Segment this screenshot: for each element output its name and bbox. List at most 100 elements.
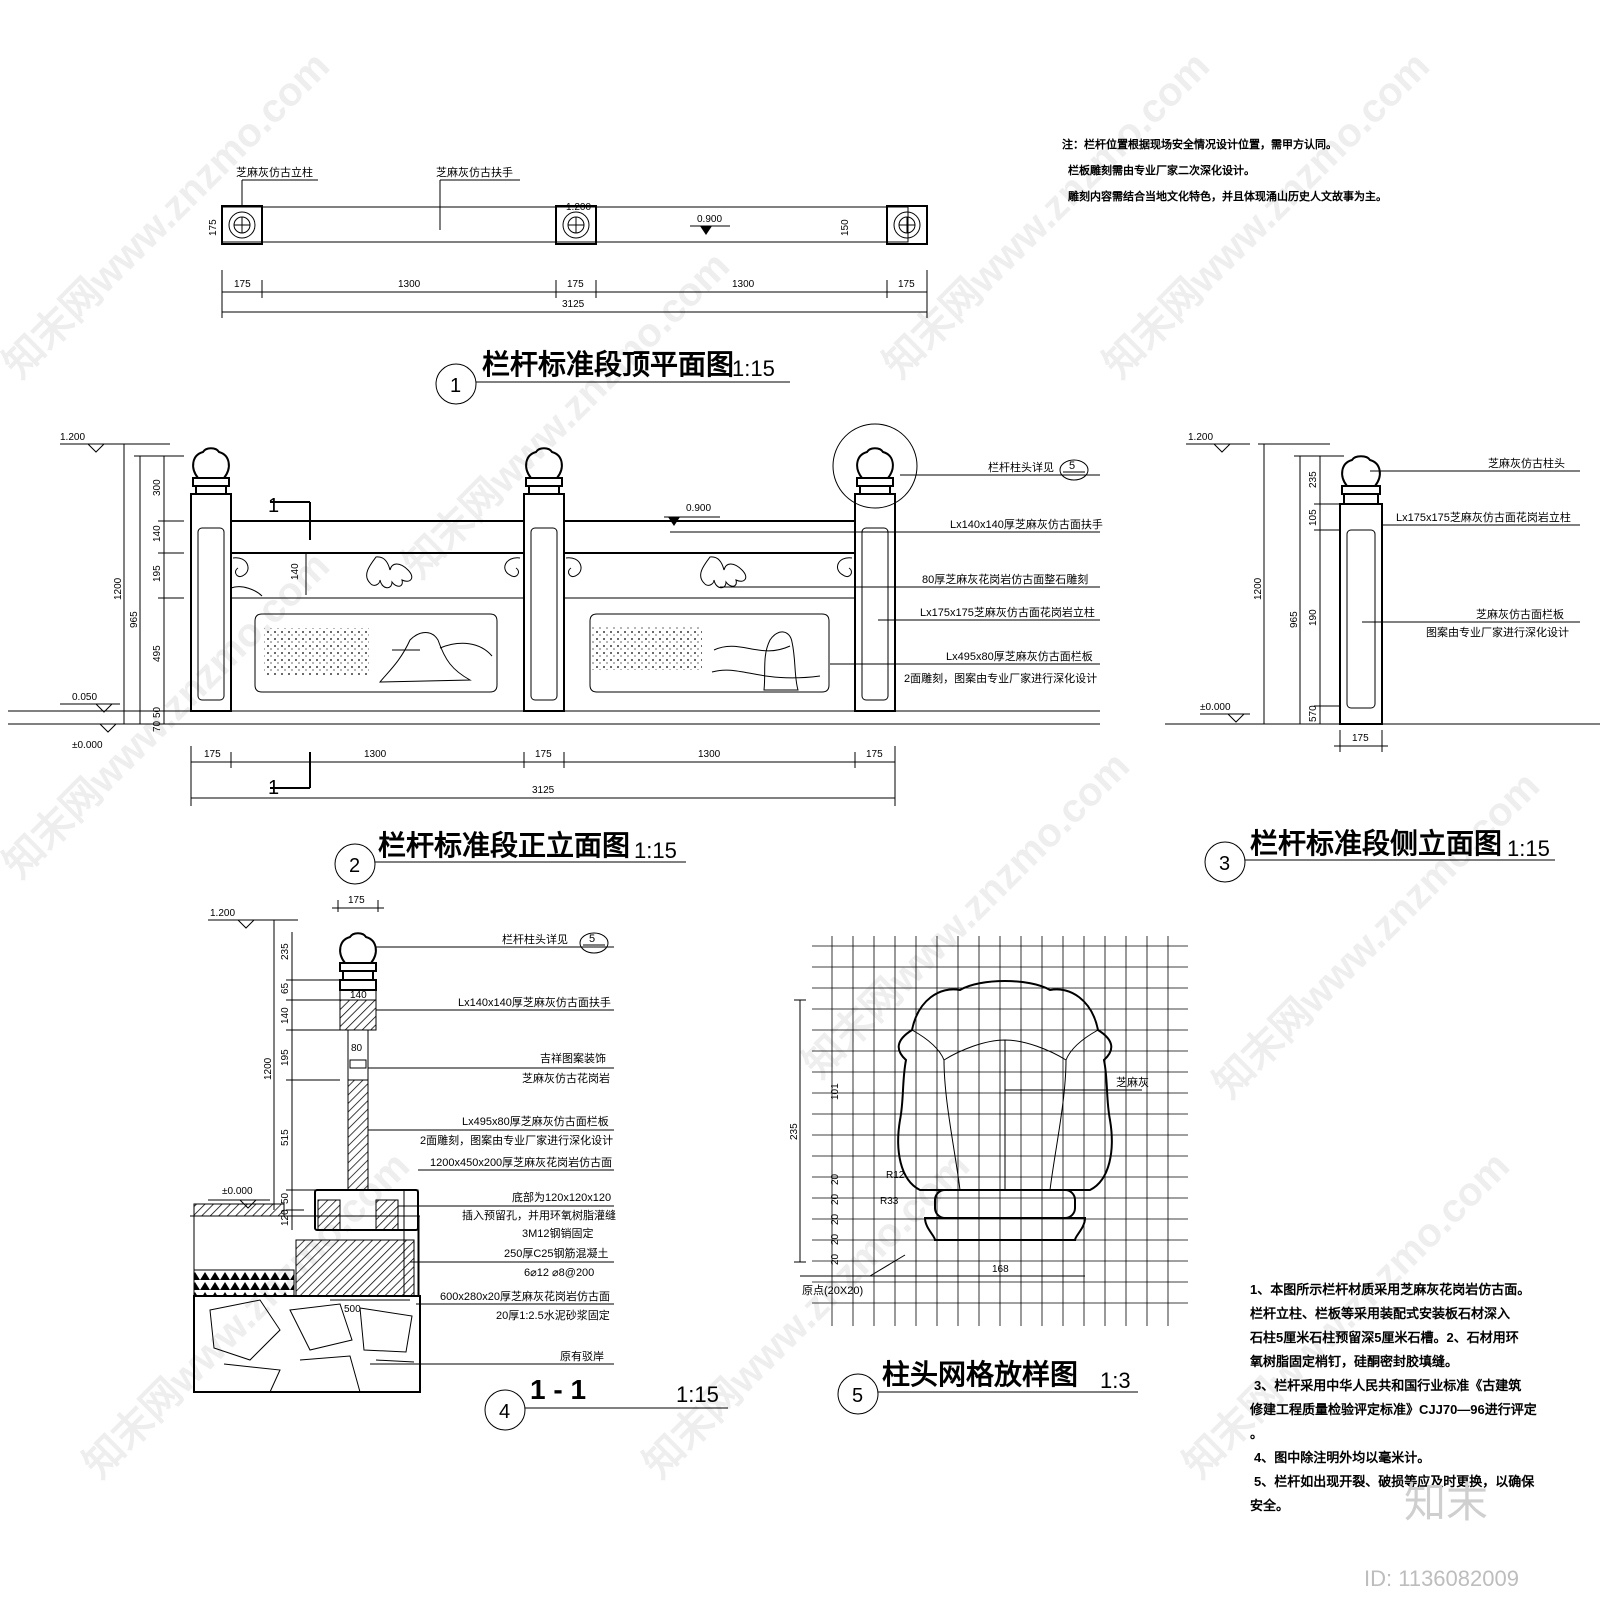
view-title: 栏杆标准段侧立面图	[1250, 827, 1502, 859]
view-number-circle	[334, 843, 376, 885]
level-label: ±0.000	[1200, 702, 1231, 713]
dim-text: 1300	[364, 749, 387, 760]
panel-section	[347, 1079, 369, 1191]
vdim-text: 101	[830, 1083, 841, 1100]
vdim-text: 300	[152, 479, 163, 496]
dim-text: 175	[208, 219, 219, 236]
figure-carving	[711, 631, 821, 691]
vdim-text: 50	[280, 1192, 291, 1204]
callout-text: Lx495x80厚芝麻灰仿古面栏板	[462, 1114, 609, 1128]
vdim-text: 190	[1308, 609, 1319, 626]
view-number-circle	[1204, 841, 1246, 883]
note-line: 氧树脂固定梢钉，硅酮密封胶填缝。	[1249, 1354, 1458, 1369]
note-line: 1、本图所示栏杆材质采用芝麻灰花岗岩仿古面。	[1250, 1282, 1530, 1297]
callout-text: 2面雕刻，图案由专业厂家进行深化设计	[420, 1133, 613, 1147]
vdim-text: 140	[280, 1007, 291, 1024]
callout-text: 芝麻灰仿古花岗岩	[522, 1071, 610, 1085]
callout-text: 芝麻灰仿古面栏板	[1476, 607, 1564, 621]
watermark-text: 知末网www.znzmo.com	[1205, 764, 1548, 1107]
figure-carving	[378, 632, 493, 683]
dim-text: 175	[234, 279, 251, 290]
note-line: 3、栏杆采用中华人民共和国行业标准《古建筑	[1254, 1378, 1521, 1393]
note-line: 5、栏杆如出现开裂、破损等应及时更换，以确保	[1254, 1474, 1535, 1489]
note-line: 石柱5厘米石柱预留深5厘米石槽。2、石材用环	[1249, 1330, 1519, 1345]
vdim-text: 70	[152, 720, 163, 732]
vdim-ticks	[268, 919, 340, 1211]
post-plan	[555, 205, 597, 245]
vdim-text: 570	[1308, 705, 1319, 722]
level-label: 0.900	[697, 214, 722, 225]
vdim-text: 1200	[113, 577, 124, 600]
dim-ticks	[221, 270, 928, 318]
view-2-front-elevation: 1 1 140 1.200 0.050 ±0.000 0.900 1200 96…	[8, 423, 1103, 885]
callout-text: Lx175x175芝麻灰仿古面花岗岩立柱	[920, 605, 1095, 619]
vdim-text: 140	[152, 525, 163, 542]
vdim-ticks	[118, 443, 184, 725]
callout-text: 80厚芝麻灰花岗岩仿古面整石雕刻	[922, 572, 1088, 586]
notes-bottom: 1、本图所示栏杆材质采用芝麻灰花岗岩仿古面。 栏杆立柱、栏板等采用装配式安装板石…	[1249, 1282, 1537, 1513]
dim-total: 3125	[532, 785, 555, 796]
dim-text: 175	[348, 895, 365, 906]
note-line: 栏板雕刻需由专业厂家二次深化设计。	[1068, 163, 1255, 177]
post-elevation	[523, 447, 565, 712]
view-4-section: 1.200 175 140 80 500 ±0.000	[190, 895, 728, 1431]
section-mark: 1	[268, 495, 279, 517]
vdim-text: 235	[280, 943, 291, 960]
carved-panel	[254, 613, 498, 693]
vdim-text: 235	[789, 1123, 800, 1140]
dim-text: 1300	[732, 279, 755, 290]
origin-label: 原点(20X20)	[802, 1284, 863, 1297]
vdim-text: 105	[1308, 509, 1319, 526]
level-label: ±0.000	[72, 740, 103, 751]
callout-text: 3M12钢销固定	[522, 1226, 594, 1240]
dim-text: 175	[1352, 733, 1369, 744]
view-3-side-elevation: 1.200 ±0.000 1200 965 235 105 190 570 17…	[1165, 432, 1600, 883]
vdim-text: 495	[152, 645, 163, 662]
vdim-text: 20	[830, 1233, 841, 1245]
callout-text: Lx140x140厚芝麻灰仿古面扶手	[950, 517, 1103, 531]
view-scale: 1:3	[1100, 1368, 1131, 1393]
view-scale: 1:15	[634, 838, 677, 863]
view-number-circle	[837, 1373, 879, 1415]
level-marker	[700, 226, 712, 235]
dim-text: 500	[344, 1304, 361, 1315]
view-scale: 1:15	[732, 356, 775, 381]
vdim-text: 1200	[263, 1057, 274, 1080]
level-label: ±0.000	[222, 1186, 253, 1197]
vdim-text: 1200	[1253, 577, 1264, 600]
note-line: 安全。	[1250, 1498, 1289, 1513]
view-number-circle	[484, 1389, 526, 1431]
callout-text: 底部为120x120x120	[512, 1190, 611, 1204]
handrail-section	[339, 999, 377, 1031]
callout-text: 芝麻灰仿古柱头	[1488, 456, 1565, 470]
detail-ref: 5	[589, 933, 595, 945]
watermark-text: 知末网www.znzmo.com	[635, 1144, 978, 1487]
radius-label: R33	[880, 1196, 899, 1207]
dim-text: 175	[204, 749, 221, 760]
section-mark: 1	[268, 777, 279, 799]
post-plan	[886, 205, 928, 245]
label-rail: 芝麻灰仿古扶手	[436, 165, 513, 179]
label-post: 芝麻灰仿古立柱	[236, 165, 313, 179]
dim-text: 175	[535, 749, 552, 760]
dim-text: 168	[992, 1264, 1009, 1275]
callout-text: 600x280x20厚芝麻灰花岗岩仿古面	[440, 1289, 610, 1303]
vdim-text: 50	[152, 706, 163, 718]
dim-text: 150	[840, 219, 851, 236]
handrail-elevation	[563, 520, 856, 554]
view-number-circle	[435, 363, 477, 405]
calligraphy-block	[264, 628, 369, 676]
post-plan	[221, 205, 263, 245]
dim-text: 175	[898, 279, 915, 290]
level-label: 1.200	[566, 202, 591, 213]
callout-text: 2面雕刻，图案由专业厂家进行深化设计	[904, 671, 1097, 685]
dim-ticks	[190, 746, 896, 806]
callout-text: 原有驳岸	[560, 1349, 604, 1363]
vdim-text: 120	[280, 1209, 291, 1226]
level-label: 1.200	[1188, 432, 1213, 443]
vdim-text: 965	[1289, 611, 1300, 628]
small-dim: 140	[350, 990, 367, 1001]
callout-text: 栏杆柱头详见	[502, 932, 568, 946]
dim-total: 3125	[562, 299, 585, 310]
view-title: 栏杆标准段正立面图	[378, 829, 630, 861]
